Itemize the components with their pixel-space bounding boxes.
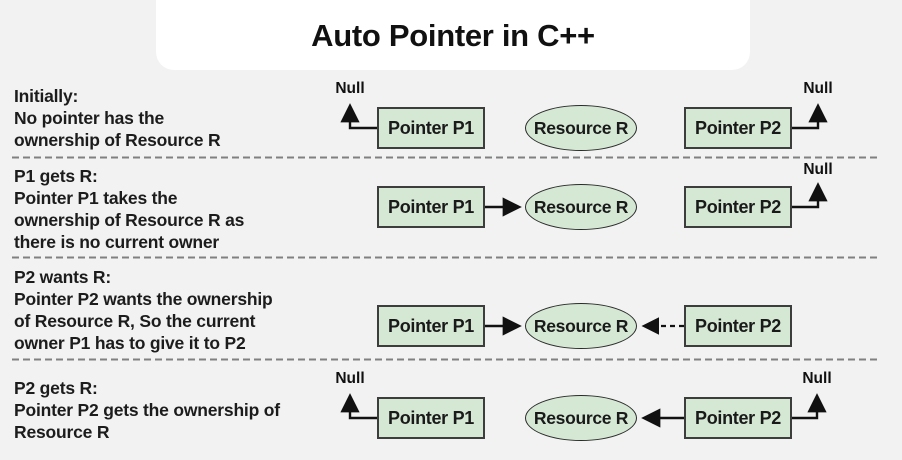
row1-resource-node: Resource R xyxy=(525,105,637,151)
row3-resource-node: Resource R xyxy=(525,303,637,349)
row2-pointer-p1-node: Pointer P1 xyxy=(377,186,485,228)
row1-description-line: ownership of Resource R xyxy=(14,130,221,150)
row1-description: Initially: No pointer has the ownership … xyxy=(14,85,374,151)
row3-pointer-p2-node: Pointer P2 xyxy=(684,305,792,347)
row4-description-line: Pointer P2 gets the ownership of xyxy=(14,400,280,420)
row2-resource-node: Resource R xyxy=(525,184,637,230)
row3-description-line: P2 wants R: xyxy=(14,267,111,287)
row4-pointer-p2-node: Pointer P2 xyxy=(684,397,792,439)
row1-pointer-p2-node: Pointer P2 xyxy=(684,107,792,149)
row2-description-line: P1 gets R: xyxy=(14,166,98,186)
row2-description: P1 gets R: Pointer P1 takes the ownershi… xyxy=(14,165,374,253)
row4-pointer-p1-node: Pointer P1 xyxy=(377,397,485,439)
row1-description-line: Initially: xyxy=(14,86,79,106)
row3-description-line: Pointer P2 wants the ownership xyxy=(14,289,273,309)
row3-description: P2 wants R: Pointer P2 wants the ownersh… xyxy=(14,266,374,354)
row4-p2-to-null-connector xyxy=(792,393,827,420)
row2-p2-to-null-connector xyxy=(792,182,828,209)
row1-description-line: No pointer has the xyxy=(14,108,165,128)
row2-pointer-p2-node: Pointer P2 xyxy=(684,186,792,228)
row1-null-label-right: Null xyxy=(803,80,833,97)
row2-description-line: ownership of Resource R as xyxy=(14,210,245,230)
row4-null-label-right: Null xyxy=(802,370,832,387)
row4-description-line: P2 gets R: xyxy=(14,378,98,398)
page-title: Auto Pointer in C++ xyxy=(311,18,595,53)
row2-null-label-right: Null xyxy=(803,161,833,178)
title-card: Auto Pointer in C++ xyxy=(156,0,750,70)
row1-null-label-left: Null xyxy=(335,80,365,97)
row1-p2-to-null-connector xyxy=(792,103,828,130)
row3-pointer-p1-node: Pointer P1 xyxy=(377,305,485,347)
row4-resource-node: Resource R xyxy=(525,395,637,441)
row1-pointer-p1-node: Pointer P1 xyxy=(377,107,485,149)
row4-null-label-left: Null xyxy=(335,370,365,387)
row3-description-line: owner P1 has to give it to P2 xyxy=(14,333,246,353)
row2-description-line: Pointer P1 takes the xyxy=(14,188,178,208)
row2-description-line: there is no current owner xyxy=(14,232,220,252)
row4-description: P2 gets R: Pointer P2 gets the ownership… xyxy=(14,377,374,443)
row3-description-line: of Resource R, So the current xyxy=(14,311,256,331)
row4-description-line: Resource R xyxy=(14,422,110,442)
